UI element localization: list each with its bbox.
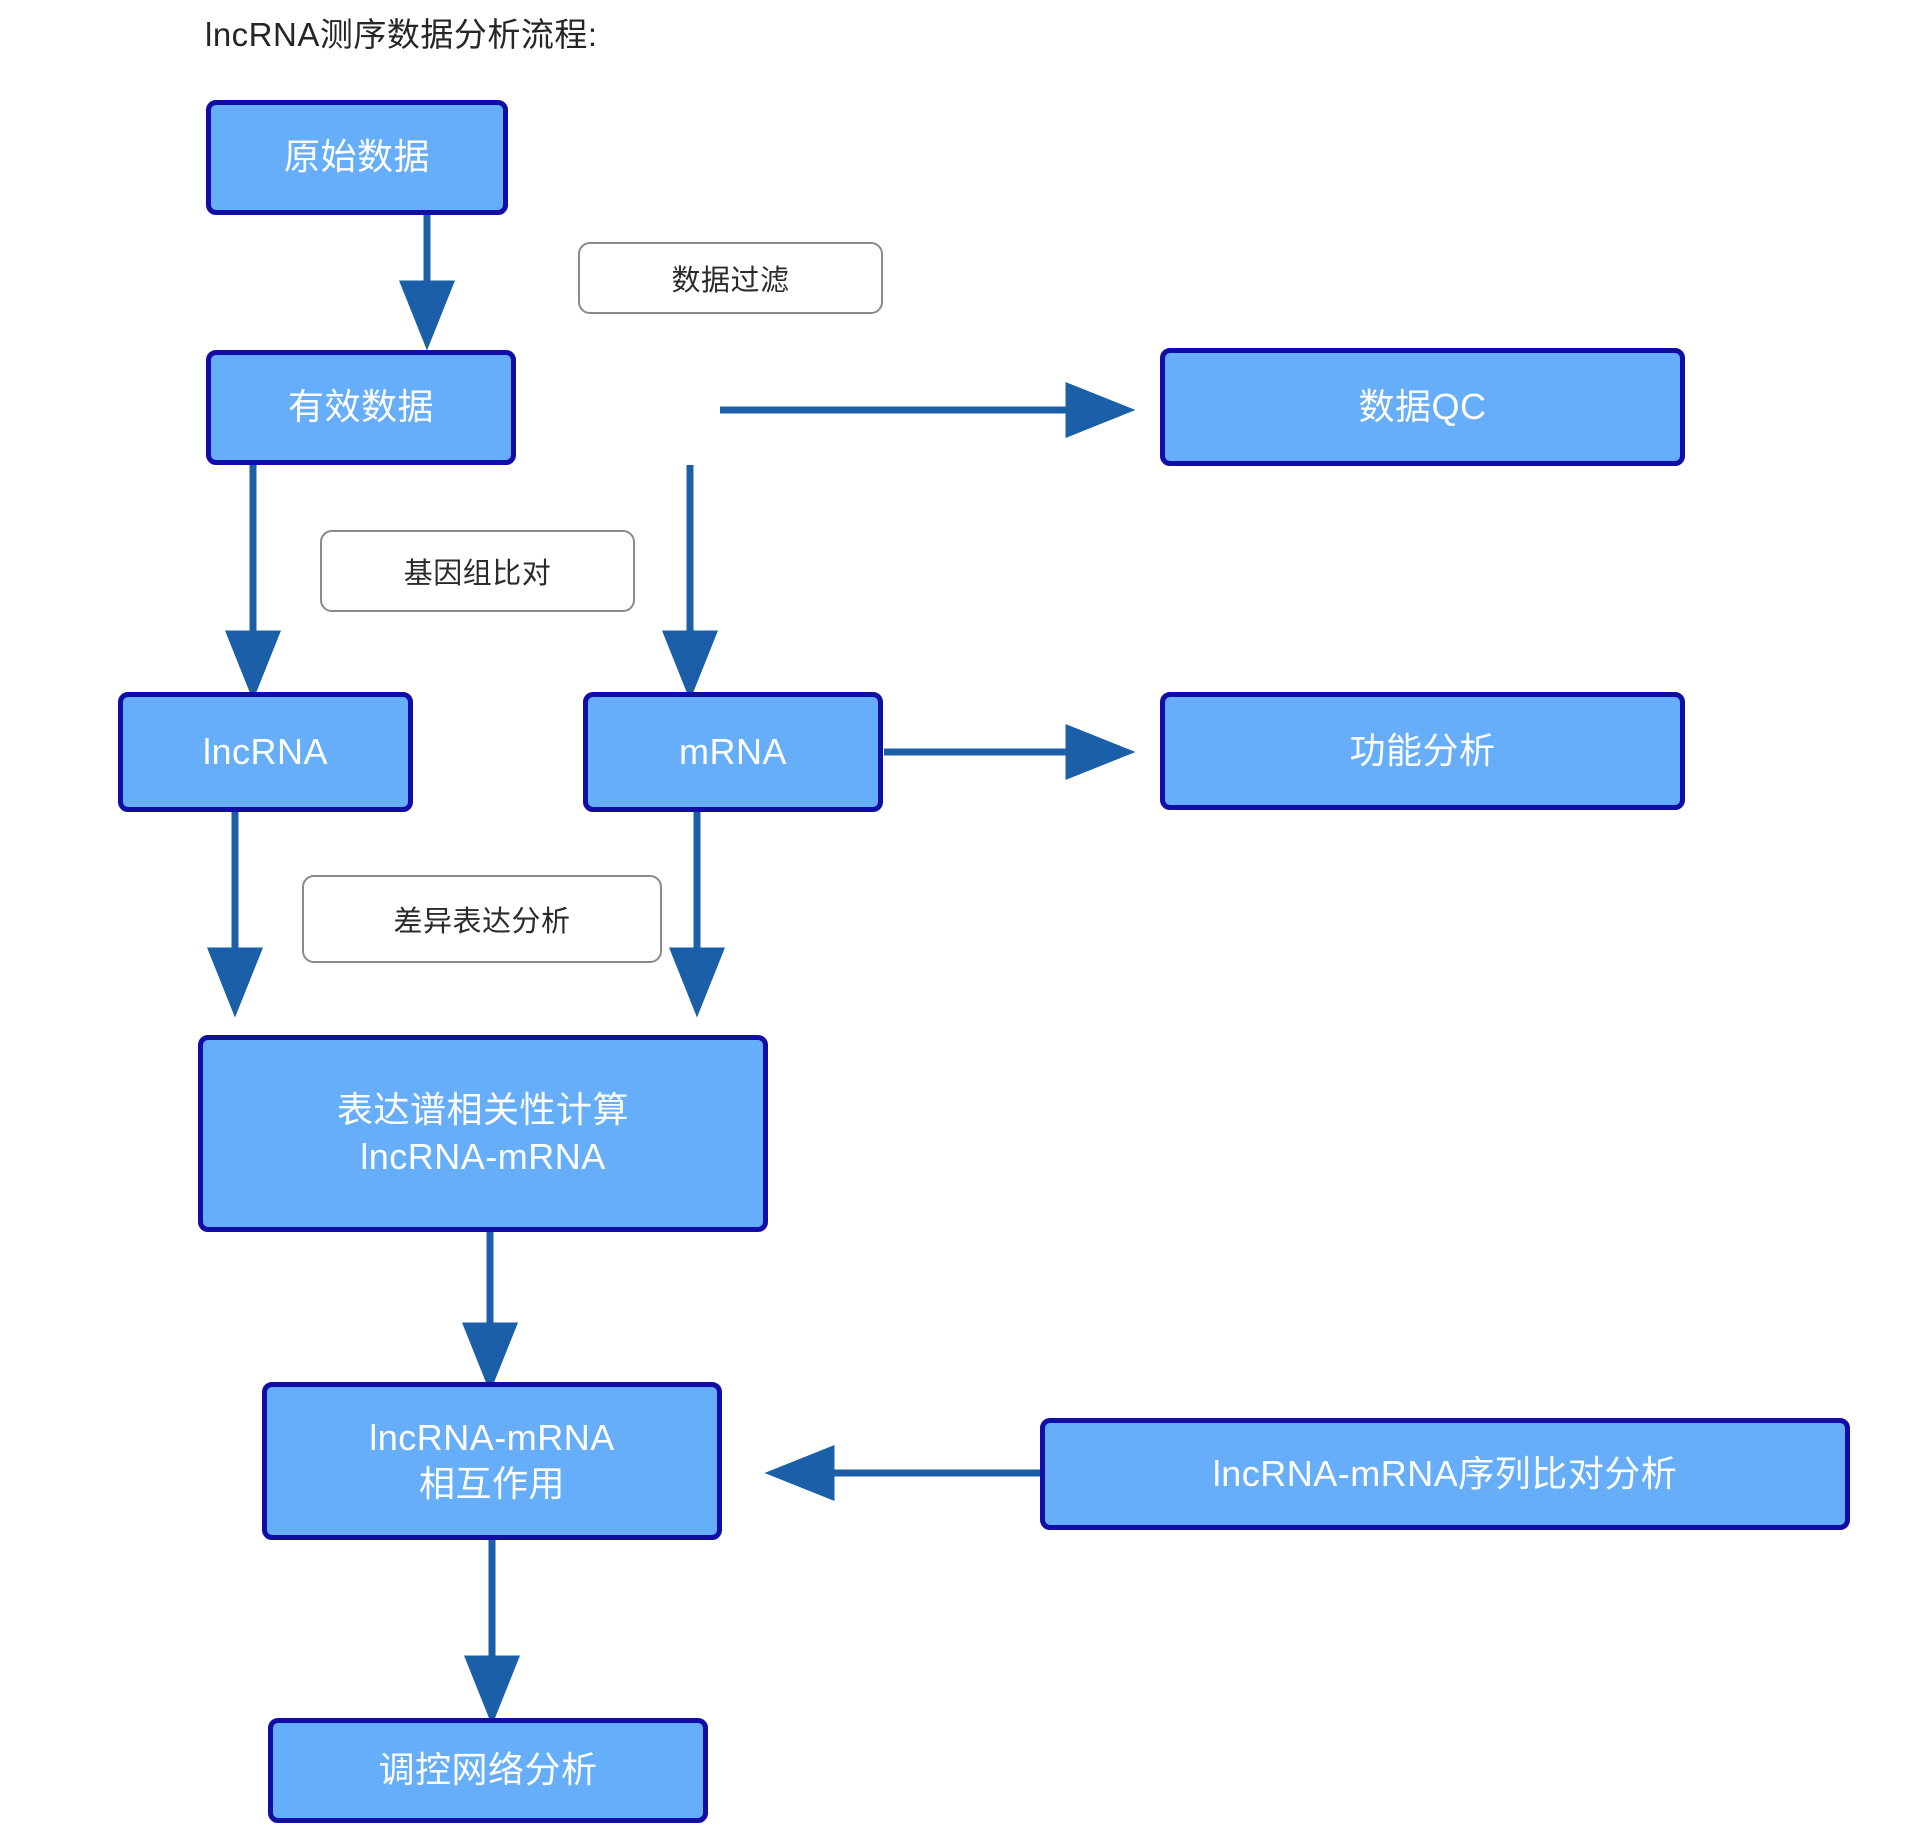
node-correlation-label-line1: 表达谱相关性计算 (336, 1089, 629, 1131)
edge-label-data-filter: 数据过滤 (578, 242, 883, 314)
page-title: lncRNA测序数据分析流程: (205, 16, 598, 53)
edge-label-diff-expression: 差异表达分析 (302, 875, 662, 963)
node-interaction[interactable]: lncRNA-mRNA 相互作用 (262, 1382, 722, 1540)
edge-label-data-filter-text: 数据过滤 (671, 265, 790, 297)
node-correlation-label-line2: lncRNA-mRNA (360, 1135, 606, 1177)
node-interaction-label-line1: lncRNA-mRNA (369, 1416, 615, 1458)
node-data-qc[interactable]: 数据QC (1160, 348, 1685, 466)
node-lncrna[interactable]: lncRNA (118, 692, 413, 812)
node-function-analysis[interactable]: 功能分析 (1160, 692, 1685, 810)
node-seq-alignment[interactable]: lncRNA-mRNA序列比对分析 (1040, 1418, 1850, 1530)
node-mrna-label: mRNA (679, 730, 787, 772)
node-network[interactable]: 调控网络分析 (268, 1718, 708, 1823)
edge-label-genome-align-text: 基因组比对 (403, 558, 552, 590)
edge-label-genome-align: 基因组比对 (320, 530, 635, 612)
node-valid-data[interactable]: 有效数据 (206, 350, 516, 465)
node-network-label: 调控网络分析 (378, 1749, 598, 1791)
node-mrna[interactable]: mRNA (583, 692, 883, 812)
node-data-qc-label: 数据QC (1358, 385, 1487, 427)
node-interaction-label-line2: 相互作用 (418, 1463, 565, 1504)
edge-label-diff-expression-text: 差异表达分析 (393, 906, 571, 938)
node-function-analysis-label: 功能分析 (1349, 729, 1496, 771)
node-seq-alignment-label: lncRNA-mRNA序列比对分析 (1212, 1452, 1678, 1494)
node-lncrna-label: lncRNA (202, 730, 329, 772)
node-raw-data-label: 原始数据 (283, 136, 430, 178)
node-raw-data[interactable]: 原始数据 (206, 100, 508, 215)
node-valid-data-label: 有效数据 (287, 386, 434, 428)
node-correlation[interactable]: 表达谱相关性计算 lncRNA-mRNA (198, 1035, 768, 1232)
